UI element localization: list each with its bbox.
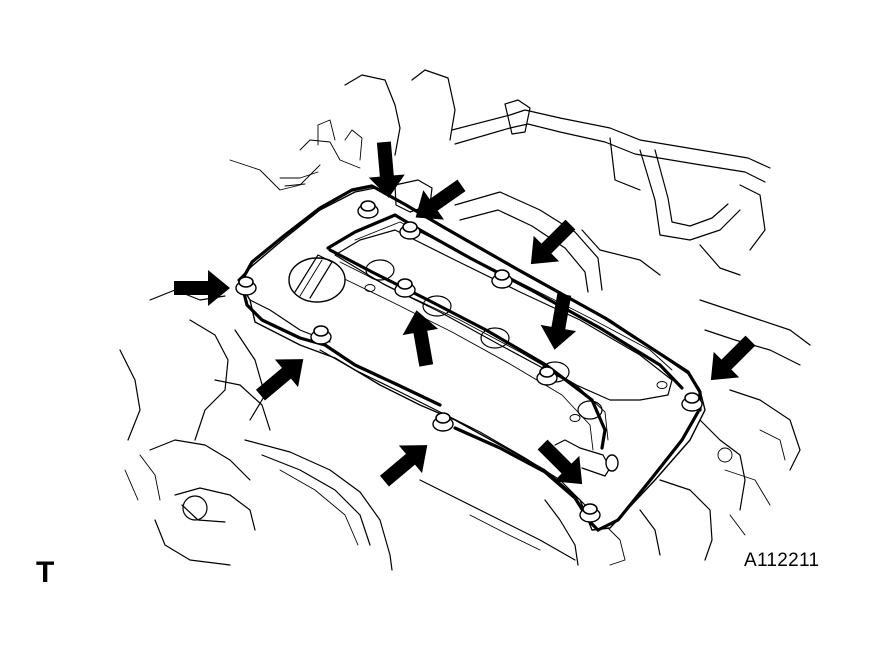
bolt-indicator-arrow-icon (368, 141, 405, 198)
corner-mark: T (36, 556, 55, 589)
bolt-icon (536, 366, 558, 386)
bolt-icon (394, 278, 416, 298)
figure-id: A112211 (744, 550, 820, 571)
bolt-indicator-arrow-icon (415, 179, 466, 220)
bolt-icon (357, 200, 379, 219)
bolt-icon (432, 412, 454, 432)
bolt-indicator-arrow-icon (174, 270, 230, 306)
bolt-indicator-arrow-icon (710, 335, 756, 381)
bolt-indicator-arrow-icon (255, 359, 304, 401)
gasket-outline (240, 184, 702, 532)
bolt-indicator-arrow-icon (379, 445, 428, 487)
bolts (235, 200, 703, 523)
bolt-icon (579, 503, 601, 523)
cylinder-head-cover (237, 179, 706, 531)
bolt-indicator-arrow-icon (402, 310, 439, 367)
bolt-icon (491, 269, 513, 289)
bolt-indicator-arrow-icon (530, 219, 576, 265)
indicator-arrows (174, 141, 756, 487)
bolt-icon (399, 221, 421, 240)
bolt-icon (310, 325, 332, 345)
bolt-indicator-arrow-icon (537, 439, 583, 485)
bolt-indicator-arrow-icon (540, 293, 577, 350)
bolt-icon (235, 276, 257, 296)
bolt-icon (681, 392, 703, 412)
